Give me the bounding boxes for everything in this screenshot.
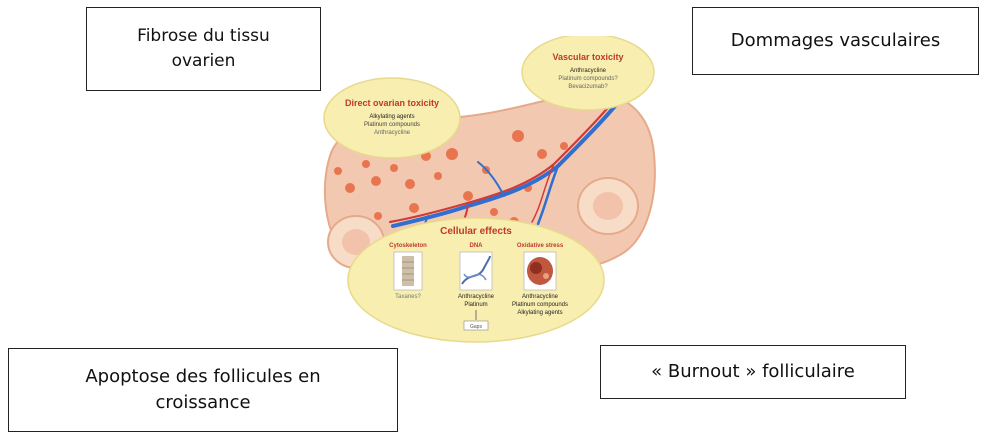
burnout-label: « Burnout » folliculaire <box>651 359 855 385</box>
oxidative-item-1: Anthracycline <box>522 294 559 300</box>
oxidative-stress-image <box>524 252 556 290</box>
direct-ovarian-item-1: Alkylating agents <box>369 114 414 120</box>
dna-item-1: Anthracycline <box>458 294 495 300</box>
oxidative-item-2: Platinum compounds <box>512 302 568 308</box>
apoptosis-label-line2: croissance <box>85 390 320 416</box>
cellular-col-header-cytoskeleton: Cytoskeleton <box>389 243 427 249</box>
dna-item-2: Platinum <box>464 302 487 308</box>
vascular-item-1: Anthracycline <box>570 68 607 74</box>
cellular-col-header-dna: DNA <box>470 243 484 249</box>
cellular-effects-bubble: Cellular effects Cytoskeleton DNA Oxidat… <box>348 218 604 342</box>
vascular-item-2: Platinum compounds? <box>558 76 618 82</box>
direct-ovarian-toxicity-bubble: Direct ovarian toxicity Alkylating agent… <box>324 78 460 158</box>
direct-ovarian-title: Direct ovarian toxicity <box>345 98 439 108</box>
apoptosis-label-box: Apoptose des follicules en croissance <box>8 348 398 432</box>
vascular-toxicity-bubble: Vascular toxicity Anthracycline Platinum… <box>522 36 654 110</box>
vascular-damage-label-box: Dommages vasculaires <box>692 7 979 75</box>
ovary-toxicity-illustration: Direct ovarian toxicity Alkylating agent… <box>318 36 658 346</box>
vascular-title: Vascular toxicity <box>552 52 623 62</box>
apoptosis-label-line1: Apoptose des follicules en <box>85 364 320 390</box>
cytoskeleton-image <box>394 252 422 290</box>
oxidative-item-3: Alkylating agents <box>517 310 562 316</box>
vascular-item-3: Bevacizumab? <box>568 84 608 90</box>
cellular-col-header-oxidative: Oxidative stress <box>517 243 564 249</box>
fibrose-label-line2: ovarien <box>137 49 270 74</box>
dna-note: Gaps <box>470 324 482 330</box>
fibrose-label-line1: Fibrose du tissu <box>137 24 270 49</box>
dna-helix-image <box>460 252 492 290</box>
direct-ovarian-item-2: Platinum compounds <box>364 122 420 128</box>
large-follicle-right <box>578 178 638 234</box>
fibrose-label-box: Fibrose du tissu ovarien <box>86 7 321 91</box>
direct-ovarian-item-3: Anthracycline <box>374 130 411 136</box>
cytoskeleton-item-1: Taxanes? <box>395 294 421 300</box>
burnout-label-box: « Burnout » folliculaire <box>600 345 906 399</box>
vascular-damage-label: Dommages vasculaires <box>731 28 940 54</box>
cellular-title: Cellular effects <box>440 226 512 237</box>
